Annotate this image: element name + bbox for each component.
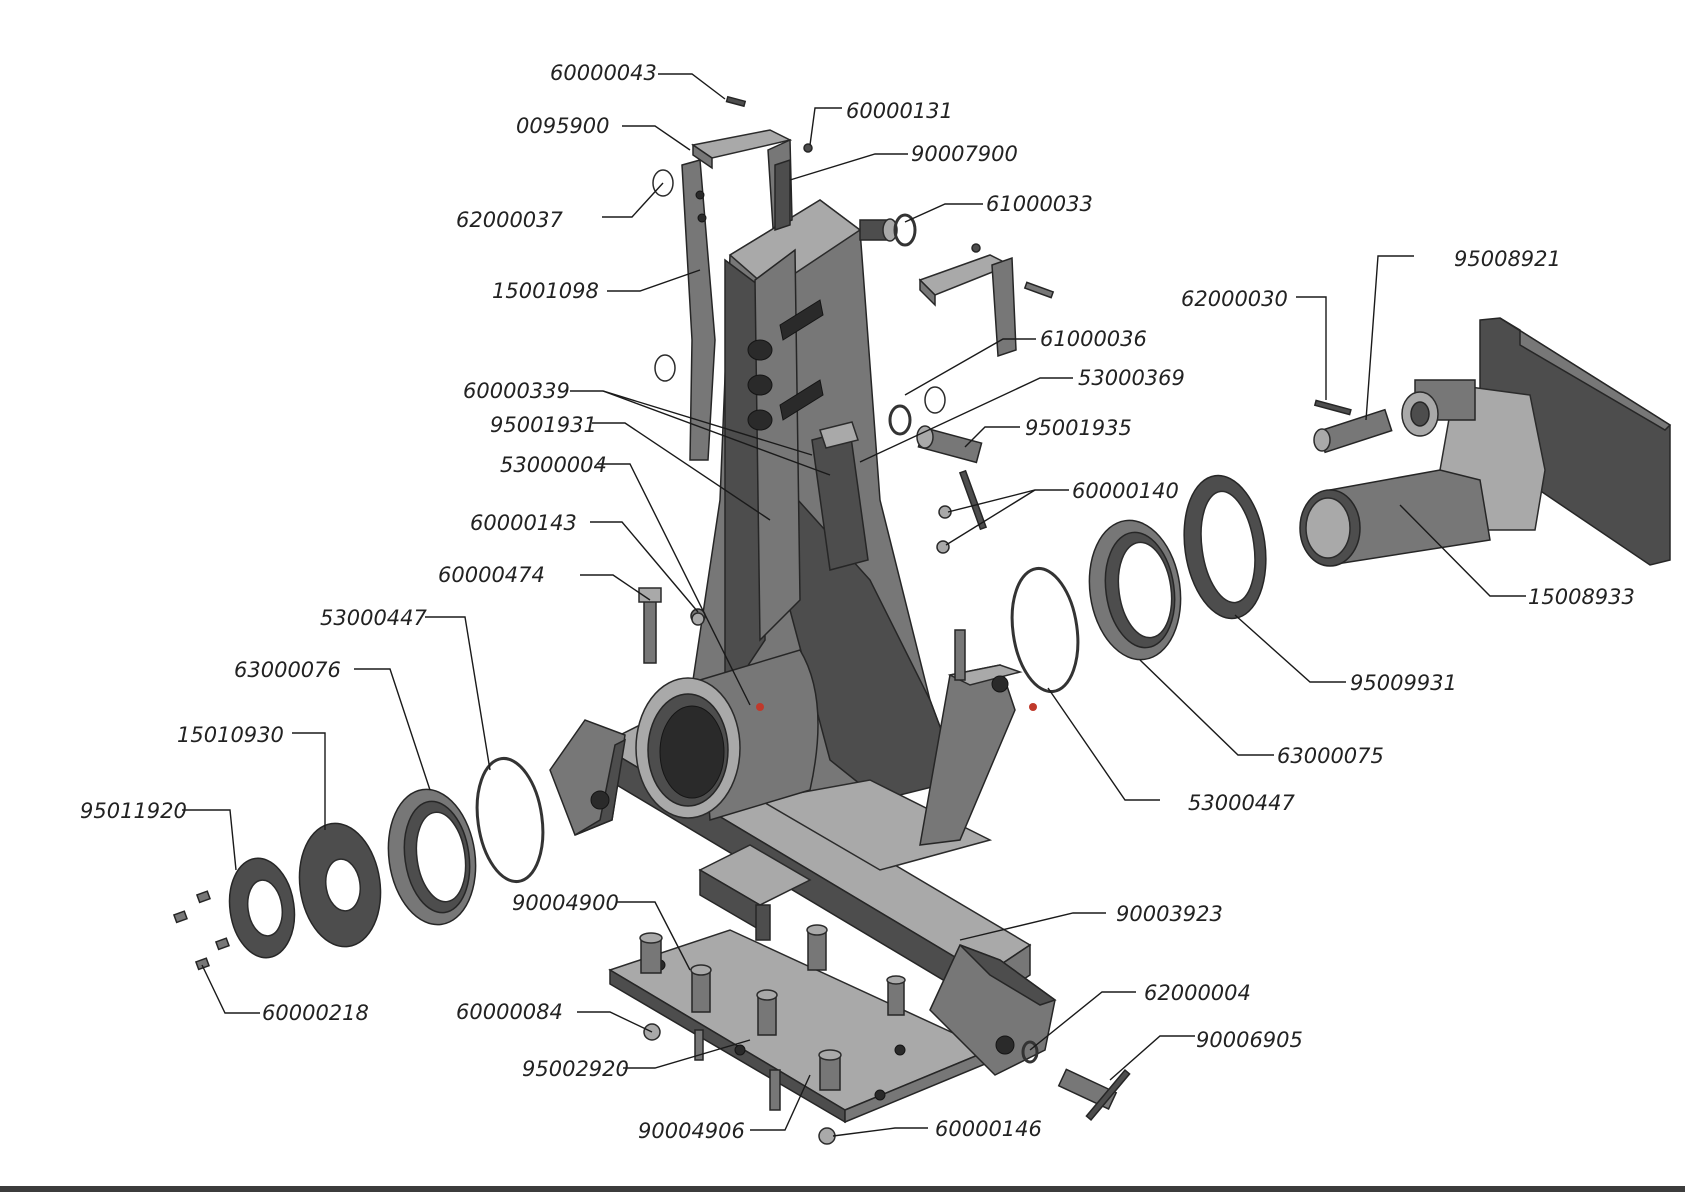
right-support-bracket: [919, 629, 1037, 846]
label-61000036: 61000036: [1040, 327, 1147, 351]
label-62000004: 62000004: [1144, 981, 1251, 1005]
label-90006905: 90006905: [1196, 1028, 1303, 1052]
label-62000030: 62000030: [1181, 287, 1288, 311]
label-95008921: 95008921: [1454, 247, 1561, 271]
base-plate-studs: [639, 924, 906, 1111]
part-labels: 60000043 0095900 60000131 90007900 61000…: [80, 61, 1635, 1143]
label-53000447-left: 53000447: [320, 606, 428, 630]
left-o-ring-53000447: [475, 756, 545, 884]
label-90004900: 90004900: [512, 891, 619, 915]
pin-62000030: [1313, 399, 1352, 416]
left-clevis: [549, 719, 626, 836]
label-0095900: 0095900: [516, 114, 610, 138]
parts-illustration: [172, 95, 1672, 1145]
label-60000140: 60000140: [1072, 479, 1179, 503]
label-95009931: 95009931: [1350, 671, 1457, 695]
nut-60000140-a: [938, 505, 952, 519]
right-bearing-63000075: [1088, 519, 1182, 661]
snap-ring-61000033: [893, 213, 917, 247]
label-95001931: 95001931: [490, 413, 597, 437]
label-62000037: 62000037: [456, 208, 564, 232]
nut-60000140-b: [936, 540, 950, 554]
right-seal-ring-95009931: [1183, 474, 1267, 620]
set-screws-60000218: [172, 890, 230, 971]
top-handle-0095900: [691, 95, 813, 232]
pin-90006905: [1021, 1040, 1131, 1121]
label-63000076: 63000076: [234, 658, 341, 682]
label-90003923: 90003923: [1116, 902, 1223, 926]
label-95001935: 95001935: [1025, 416, 1132, 440]
handle-61000036: [888, 243, 1055, 436]
label-53000447-right: 53000447: [1188, 791, 1296, 815]
label-15001098: 15001098: [492, 279, 599, 303]
label-53000004: 53000004: [500, 453, 607, 477]
right-clevis: [929, 944, 1057, 1076]
label-90007900: 90007900: [911, 142, 1018, 166]
label-95002920: 95002920: [522, 1057, 629, 1081]
pin-95001935: [916, 425, 988, 531]
label-60000474: 60000474: [438, 563, 545, 587]
right-shaft-assembly: [1299, 317, 1672, 567]
label-60000131: 60000131: [846, 99, 953, 123]
right-o-ring-53000447: [1010, 566, 1080, 694]
nut-60000143: [691, 612, 705, 626]
bushing-tube: [635, 649, 819, 821]
label-63000075: 63000075: [1277, 744, 1384, 768]
plate-53000369: [811, 421, 869, 571]
label-90004906: 90004906: [638, 1119, 745, 1143]
nut-60000146: [818, 1127, 836, 1145]
label-60000218: 60000218: [262, 1001, 369, 1025]
label-60000084: 60000084: [456, 1000, 563, 1024]
lever-15001098: [652, 159, 716, 461]
label-61000033: 61000033: [986, 192, 1093, 216]
pin-95008921: [1313, 408, 1393, 454]
label-60000043: 60000043: [550, 61, 657, 85]
leader-lines: [182, 73, 1526, 1137]
label-95011920: 95011920: [80, 799, 187, 823]
label-60000143: 60000143: [470, 511, 577, 535]
label-53000369: 53000369: [1078, 366, 1185, 390]
left-cover-15010930: [298, 822, 382, 948]
label-15010930: 15010930: [177, 723, 284, 747]
label-60000339: 60000339: [463, 379, 570, 403]
left-seal-95011920: [228, 857, 296, 959]
label-60000146: 60000146: [935, 1117, 1042, 1141]
left-bearing-63000076: [387, 788, 477, 926]
page-bottom-edge: [0, 1186, 1685, 1192]
label-15008933: 15008933: [1528, 585, 1635, 609]
